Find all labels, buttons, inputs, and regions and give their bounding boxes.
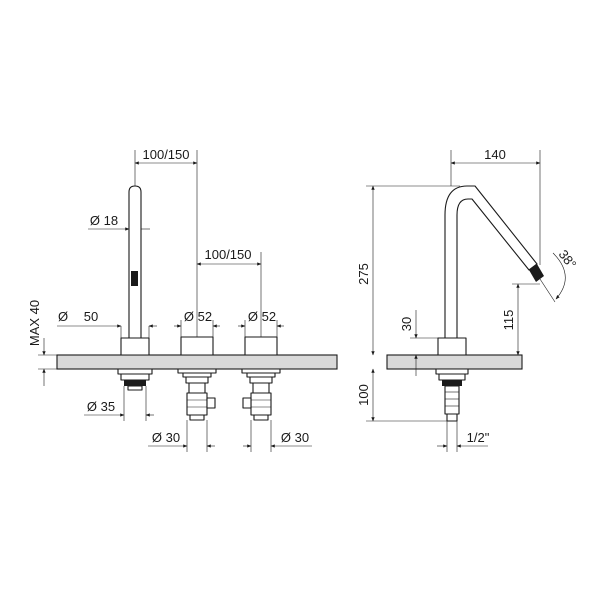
dim-label-spout-dia: Ø 18 <box>90 213 118 228</box>
dim-label-angle: 38° <box>556 247 580 272</box>
dim-label-valve-dia-right: Ø 52 <box>248 309 276 324</box>
front-deck-plate <box>56 354 338 370</box>
dim-spout-height: 115 <box>501 283 540 356</box>
dim-base-dia: Ø 50 <box>57 309 157 338</box>
valve-right <box>241 336 281 421</box>
dim-label-base-dia-symbol: Ø <box>58 309 68 324</box>
dim-label-valve-dia-left: Ø 52 <box>184 309 212 324</box>
dim-pipe-dia-right: Ø 30 <box>243 420 312 452</box>
dim-label-base-dia-value: 50 <box>84 309 98 324</box>
dim-label-valve-to-valve: 100/150 <box>205 247 252 262</box>
dim-label-nut-dia: Ø 35 <box>87 399 115 414</box>
dim-base-height: 30 <box>399 310 438 376</box>
dim-angle: 38° <box>539 247 580 303</box>
dim-label-pipe-dia-right: Ø 30 <box>281 430 309 445</box>
dim-height: 275 <box>356 185 460 356</box>
dim-label-spout-height: 115 <box>501 310 516 331</box>
dim-label-thread: 1/2" <box>467 430 490 445</box>
dim-pipe-dia-left: Ø 30 <box>148 420 215 452</box>
dim-label-height: 275 <box>356 263 371 285</box>
dim-nut-dia: Ø 35 <box>84 386 154 421</box>
dim-label-base-height: 30 <box>399 317 414 331</box>
dim-spout-to-valve: 100/150 <box>134 147 198 337</box>
dim-deck-max: MAX 40 <box>27 300 57 386</box>
dim-label-spout-to-valve: 100/150 <box>143 147 190 162</box>
front-view: 100/150 100/150 Ø 18 Ø 50 <box>27 147 338 452</box>
dim-spout-dia: Ø 18 <box>88 213 150 231</box>
dim-label-reach: 140 <box>484 147 506 162</box>
dim-valve-dia-left: Ø 52 <box>174 309 220 337</box>
valve-left <box>177 336 217 421</box>
dim-under-deck: 100 <box>356 368 447 422</box>
dim-thread: 1/2" <box>437 421 490 452</box>
dim-label-deck-max: MAX 40 <box>27 300 42 346</box>
dim-valve-to-valve: 100/150 <box>196 247 262 337</box>
side-deck-plate <box>386 354 523 370</box>
dim-reach: 140 <box>450 147 541 265</box>
dim-label-pipe-dia-left: Ø 30 <box>152 430 180 445</box>
spout-side <box>435 185 544 422</box>
side-view: 140 275 100 30 115 <box>356 147 580 452</box>
dim-valve-dia-right: Ø 52 <box>238 309 284 337</box>
dim-label-under-deck: 100 <box>356 384 371 406</box>
